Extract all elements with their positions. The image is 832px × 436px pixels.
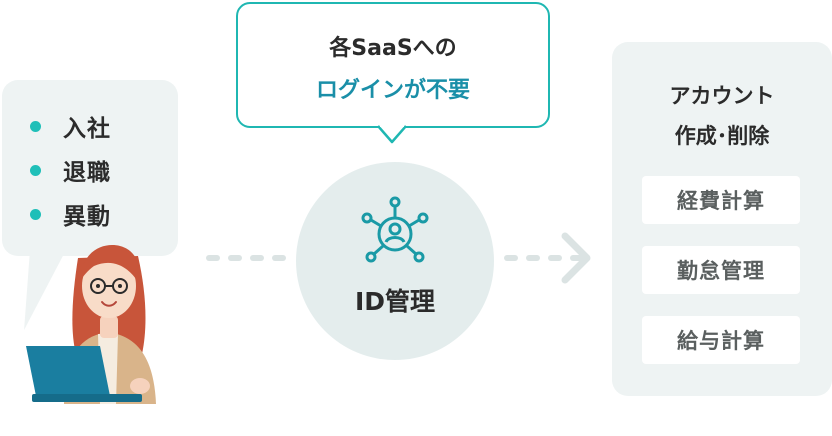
callout-tail (378, 120, 407, 144)
event-label: 異動 (63, 204, 111, 230)
panel-title-line2: 作成･削除 (674, 124, 770, 148)
hub-label: ID管理 (354, 287, 436, 316)
bullet-dot (30, 120, 41, 132)
service-attendance: 勤怠管理 (642, 246, 800, 294)
id-management-hub (296, 162, 494, 360)
callout-box (236, 2, 550, 128)
service-expense: 経費計算 (642, 176, 800, 224)
bullet-dot (30, 164, 41, 176)
callout-text-line1: 各SaaSへの (329, 36, 457, 61)
network-user-icon (361, 196, 429, 263)
event-item-leave: 退職 (30, 148, 111, 192)
connector-dots-right (504, 255, 584, 261)
panel-title-line1: アカウント (669, 84, 775, 108)
event-label: 退職 (63, 160, 111, 186)
service-payroll: 給与計算 (642, 316, 800, 364)
event-label: 入社 (63, 116, 111, 142)
event-list: 入社 退職 異動 (30, 104, 111, 236)
bullet-dot (30, 208, 41, 220)
connector-dots-left (206, 255, 286, 261)
person-with-laptop-illustration (26, 245, 156, 404)
chevron-right-icon (561, 232, 591, 284)
event-item-transfer: 異動 (30, 192, 111, 236)
event-item-join: 入社 (30, 104, 111, 148)
callout-text-line2: ログインが不要 (315, 78, 470, 103)
